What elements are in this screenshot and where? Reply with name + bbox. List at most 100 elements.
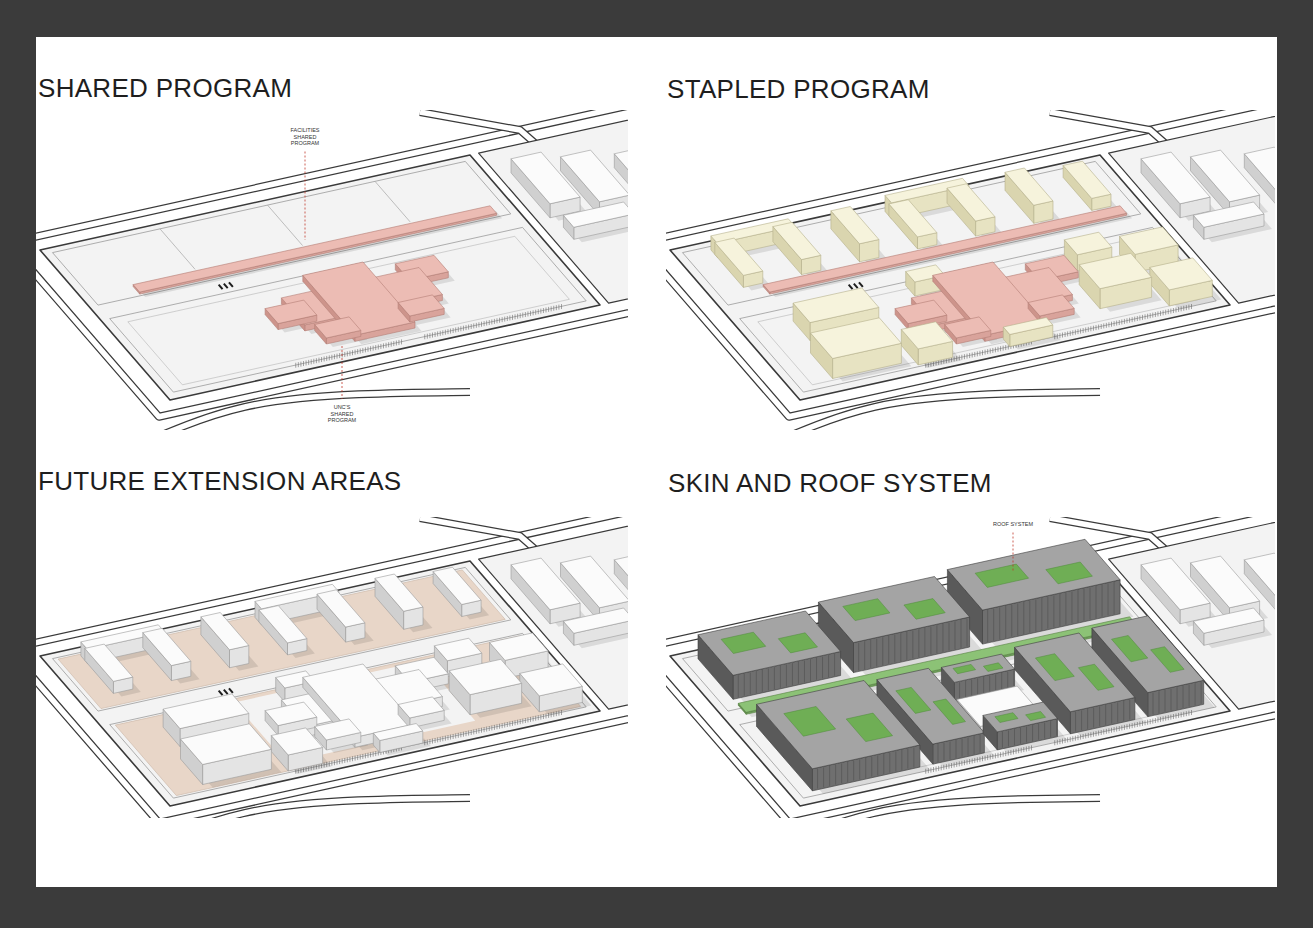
tree-row	[481, 322, 482, 327]
facade-fin	[822, 656, 823, 678]
facade-fin	[882, 637, 883, 665]
tree-row	[313, 359, 314, 364]
facade-fin	[780, 666, 781, 688]
facade-fin	[744, 674, 745, 696]
tree-row	[1134, 317, 1135, 322]
facade-fin	[937, 744, 938, 762]
facade-fin	[942, 624, 943, 652]
building-roof	[511, 152, 580, 204]
tree-row	[463, 326, 464, 331]
facade-fin	[786, 664, 787, 686]
facade-fin	[864, 641, 865, 669]
tree-row	[300, 362, 301, 367]
tree-row	[553, 306, 554, 311]
tree-row	[458, 733, 459, 738]
tree-row	[982, 350, 983, 355]
tree-row	[530, 717, 531, 722]
building-roof	[1079, 253, 1151, 288]
facade-fin	[1002, 732, 1003, 748]
tree-row	[1093, 326, 1094, 331]
tree-row	[455, 733, 456, 738]
tree-row	[1129, 318, 1130, 323]
stair-symbol	[219, 285, 223, 290]
tree-row	[445, 330, 446, 335]
tree-row	[440, 331, 441, 336]
tree-row	[535, 716, 536, 721]
road-edge	[780, 392, 1100, 430]
building-roof	[831, 207, 879, 244]
green-roof	[983, 663, 1003, 672]
green-roof	[846, 713, 892, 742]
tree-row	[295, 363, 296, 368]
tree-row	[997, 753, 998, 758]
tree-row	[334, 760, 335, 765]
facade-fin	[999, 607, 1000, 639]
tree-row	[1114, 321, 1115, 326]
tree-row	[941, 765, 942, 770]
tree-row	[538, 309, 539, 314]
tree-row	[386, 343, 387, 348]
leader-line	[305, 152, 306, 241]
tree-row	[491, 319, 492, 324]
tree-row	[331, 355, 332, 360]
tree-row	[447, 735, 448, 740]
facade-fin	[1071, 591, 1072, 623]
tree-row	[964, 354, 965, 359]
road-surface	[36, 517, 628, 818]
green-roof	[721, 632, 766, 653]
tree-row	[318, 358, 319, 363]
building-roof	[773, 222, 821, 259]
facade-fin	[1114, 582, 1115, 614]
facade-fin	[1014, 729, 1015, 745]
tree-row	[561, 304, 562, 309]
green-roof	[1151, 647, 1185, 673]
facade-fin	[823, 767, 824, 787]
callout-label: FACILITIES SHARED PROGRAM	[287, 126, 323, 148]
tree-row	[995, 753, 996, 758]
facade-fin	[1129, 700, 1130, 720]
tree-row	[1152, 313, 1153, 318]
tree-row	[504, 723, 505, 728]
lot-line	[160, 229, 195, 270]
tree-row	[1121, 319, 1122, 324]
tree-row	[370, 346, 371, 351]
tree-row	[558, 305, 559, 310]
tree-row	[1168, 309, 1169, 314]
tree-row	[1070, 737, 1071, 742]
building-roof	[947, 539, 1120, 610]
facade-fin	[995, 674, 996, 690]
tree-row	[1000, 752, 1001, 757]
green-roof	[778, 633, 817, 653]
facade-fin	[888, 636, 889, 664]
building-roof	[163, 694, 249, 729]
tree-row	[331, 761, 332, 766]
building-roof	[1005, 168, 1053, 205]
facade-fin	[1044, 722, 1045, 738]
south-inner-line	[758, 236, 1200, 384]
tree-row	[938, 766, 939, 771]
building-roof	[563, 202, 628, 227]
tree-row	[1147, 314, 1148, 319]
tree-row	[995, 347, 996, 352]
tree-row	[1075, 736, 1076, 741]
tree-row	[362, 348, 363, 353]
tree-row	[502, 317, 503, 322]
building-roof	[181, 724, 272, 765]
facade-fin	[900, 633, 901, 661]
site-axonometric	[36, 110, 628, 430]
tree-row	[1155, 718, 1156, 723]
tree-row	[1142, 315, 1143, 320]
tree-row	[1003, 346, 1004, 351]
tree-row	[1150, 313, 1151, 318]
facade-fin	[1171, 689, 1172, 711]
tree-row	[432, 739, 433, 744]
road-edge	[666, 517, 1275, 818]
tree-row	[1085, 327, 1086, 332]
panel-title: SHARED PROGRAM	[38, 73, 292, 103]
facade-fin	[1032, 725, 1033, 741]
facade-fin	[989, 676, 990, 692]
facade-fin	[858, 643, 859, 671]
tree-row	[473, 729, 474, 734]
building-roof	[398, 295, 444, 316]
tree-row	[344, 352, 345, 357]
